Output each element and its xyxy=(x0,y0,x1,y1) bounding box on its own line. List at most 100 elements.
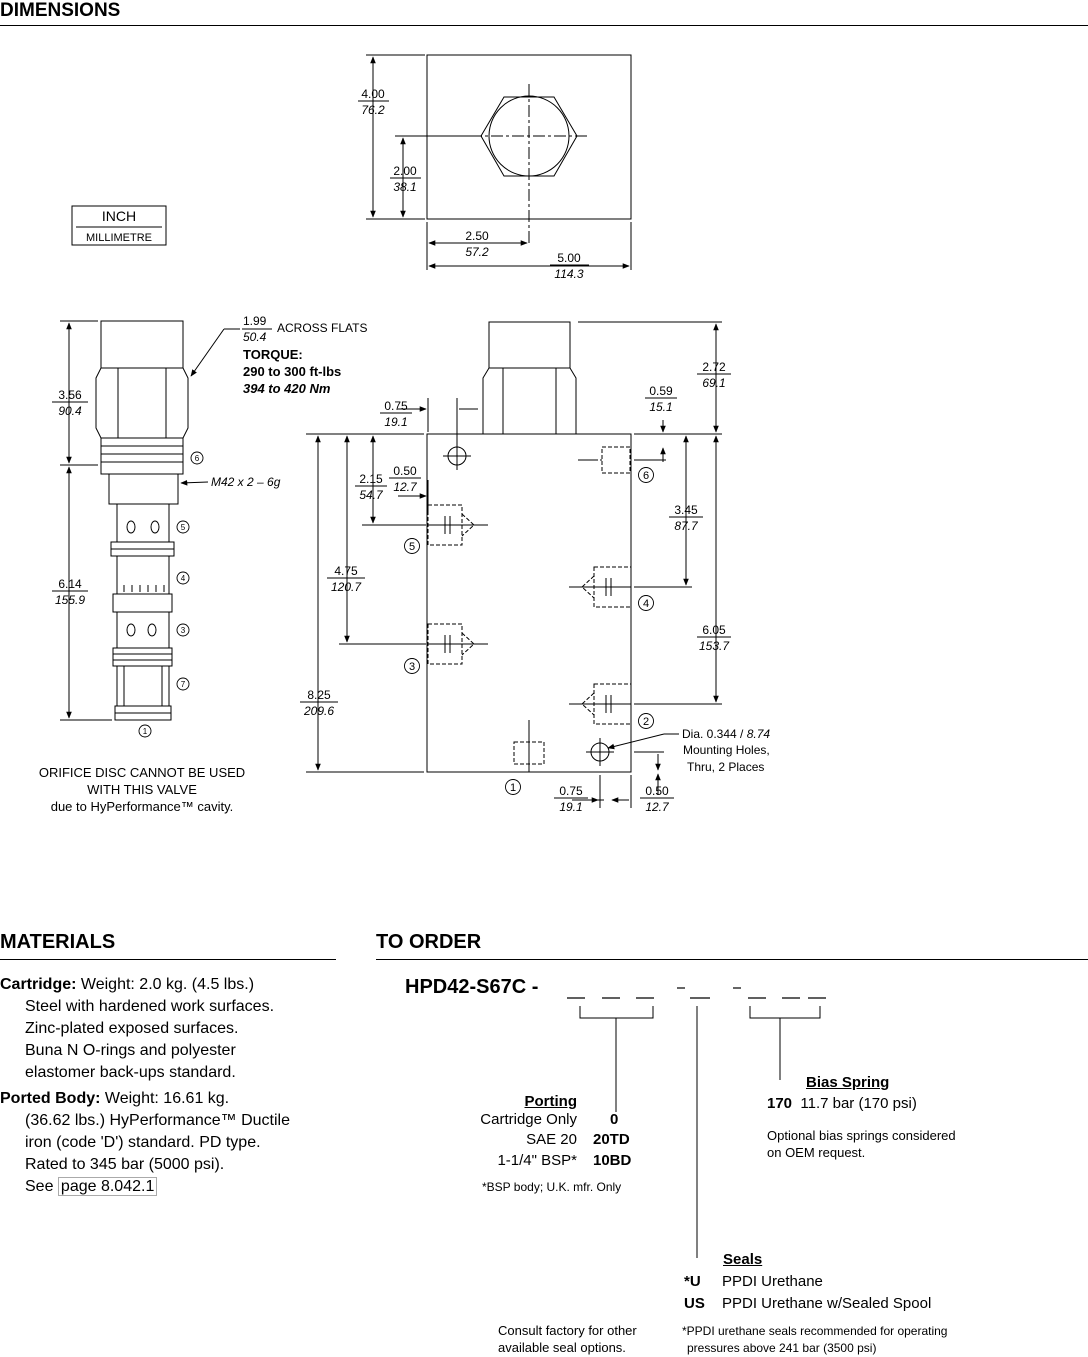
to-order-rule xyxy=(376,959,1088,960)
dim-0-50-left: 0.50 xyxy=(393,464,417,478)
dim-12-7-left: 12.7 xyxy=(393,480,418,494)
dim-153-7: 153.7 xyxy=(699,639,730,653)
orifice-note-1: ORIFICE DISC CANNOT BE USED xyxy=(39,765,245,780)
bias-note: Optional bias springs considered on OEM … xyxy=(767,1128,956,1160)
units-legend-box xyxy=(71,205,167,246)
dim-0-75-bot: 0.75 xyxy=(559,784,583,798)
dim-2-50: 2.50 xyxy=(465,229,489,243)
materials-title: MATERIALS xyxy=(0,931,116,953)
cartridge-line: Zinc-plated exposed surfaces. xyxy=(25,1020,239,1037)
cartridge-drawing xyxy=(95,320,189,721)
orifice-note-2: WITH THIS VALVE xyxy=(87,782,197,797)
cartridge-line: Steel with hardened work surfaces. xyxy=(25,998,275,1015)
dimension-drawing: 6 5 4 3 7 1 6 5 4 3 2 1 INCH MILLIMETRE … xyxy=(39,54,770,814)
body-label: Ported Body: xyxy=(0,1090,101,1107)
body-port-6: 6 xyxy=(643,470,649,482)
consult-note: Consult factory for other available seal… xyxy=(498,1323,637,1355)
cart-port-5: 5 xyxy=(181,523,186,532)
hole-note-2: Mounting Holes, xyxy=(683,743,770,757)
cart-port-1: 1 xyxy=(143,727,148,736)
body-line: (36.62 lbs.) HyPerformance™ Ductile xyxy=(25,1112,290,1129)
dim-87-7: 87.7 xyxy=(674,519,699,533)
dim-3-45: 3.45 xyxy=(674,503,698,517)
body-port-1: 1 xyxy=(510,782,516,794)
seals-title: Seals xyxy=(723,1251,763,1268)
dim-5-00: 5.00 xyxy=(557,251,581,265)
bias-code: 170 xyxy=(767,1095,793,1112)
cart-port-6: 6 xyxy=(195,454,200,463)
cart-port-4: 4 xyxy=(181,574,186,583)
dim-50-4: 50.4 xyxy=(243,330,267,344)
seal-code-1: US xyxy=(684,1295,705,1312)
porting-label-0: Cartridge Only xyxy=(480,1111,577,1128)
dim-4-00: 4.00 xyxy=(361,87,385,101)
materials-block: Cartridge: Weight: 2.0 kg. (4.5 lbs.) St… xyxy=(0,974,290,1198)
torque-nm: 394 to 420 Nm xyxy=(243,381,331,396)
dim-1-99: 1.99 xyxy=(243,314,267,328)
cartridge-line: elastomer back-ups standard. xyxy=(25,1064,236,1081)
porting-label-2: 1-1/4" BSP* xyxy=(497,1152,577,1169)
thread-spec: M42 x 2 – 6g xyxy=(211,475,281,489)
body-port-4: 4 xyxy=(643,598,649,610)
cartridge-label: Cartridge: xyxy=(0,976,77,993)
dim-155-9: 155.9 xyxy=(55,593,85,607)
bsp-note: *BSP body; U.K. mfr. Only xyxy=(482,1180,622,1194)
dim-6-14: 6.14 xyxy=(58,577,82,591)
port-6-symbol xyxy=(594,446,631,474)
body-line: Rated to 345 bar (5000 psi). xyxy=(25,1156,225,1173)
legend-inch: INCH xyxy=(102,208,136,224)
dim-209-6: 209.6 xyxy=(303,704,334,718)
dimensions-title: DIMENSIONS xyxy=(0,0,121,21)
hole-note-3: Thru, 2 Places xyxy=(687,760,764,774)
dim-3-56: 3.56 xyxy=(58,388,82,402)
body-weight: Weight: 16.61 kg. xyxy=(100,1090,230,1107)
cart-port-7: 7 xyxy=(181,680,186,689)
dim-54-7: 54.7 xyxy=(359,488,384,502)
dim-2-00: 2.00 xyxy=(393,164,417,178)
dim-90-4: 90.4 xyxy=(58,404,82,418)
legend-mm: MILLIMETRE xyxy=(86,232,152,244)
dim-0-59: 0.59 xyxy=(649,384,673,398)
body-port-2: 2 xyxy=(643,716,649,728)
dim-2-72: 2.72 xyxy=(702,360,726,374)
bias-desc: 11.7 bar (170 psi) xyxy=(800,1095,917,1112)
dim-0-50-bot: 0.50 xyxy=(645,784,669,798)
body-port-5: 5 xyxy=(409,541,415,553)
seals-list: *U PPDI Urethane US PPDI Urethane w/Sealed… xyxy=(684,1271,931,1315)
dim-0-75-top: 0.75 xyxy=(384,399,408,413)
page-link[interactable]: page 8.042.1 xyxy=(57,1177,158,1196)
across-flats-label: ACROSS FLATS xyxy=(277,321,367,335)
dim-19-1-top: 19.1 xyxy=(384,415,407,429)
porting-title: Porting xyxy=(524,1093,578,1110)
dim-57-2: 57.2 xyxy=(465,245,489,259)
porting-label-1: SAE 20 xyxy=(526,1131,577,1148)
dim-6-05: 6.05 xyxy=(702,623,726,637)
cartridge-weight: Weight: 2.0 kg. (4.5 lbs.) xyxy=(76,976,255,993)
bias-row: 170 11.7 bar (170 psi) xyxy=(767,1095,917,1112)
hole-note-1: Dia. 0.344 / 8.74 xyxy=(682,727,770,741)
to-order-title: TO ORDER xyxy=(376,931,482,953)
ppdi-note: *PPDI urethane seals recommended for ope… xyxy=(682,1324,948,1355)
dim-120-7: 120.7 xyxy=(331,580,362,594)
porting-code-0: 0 xyxy=(610,1111,619,1128)
dim-69-1: 69.1 xyxy=(702,376,725,390)
dim-15-1: 15.1 xyxy=(649,400,672,414)
dimensions-rule xyxy=(0,25,1088,26)
cartridge-line: Buna N O-rings and polyester xyxy=(25,1042,236,1059)
seal-code-0: *U xyxy=(684,1273,701,1290)
dim-76-2: 76.2 xyxy=(361,103,385,117)
materials-rule xyxy=(0,959,336,960)
torque-label: TORQUE: xyxy=(243,347,303,362)
seal-desc-0: PPDI Urethane xyxy=(722,1273,823,1290)
seal-desc-1: PPDI Urethane w/Sealed Spool xyxy=(722,1295,932,1312)
dim-2-15: 2.15 xyxy=(359,472,383,486)
see-text: See xyxy=(25,1178,58,1195)
dim-12-7-bot: 12.7 xyxy=(645,800,670,814)
body-cartridge-nut xyxy=(488,321,571,369)
porting-code-1: 20TD xyxy=(593,1131,630,1148)
dim-38-1: 38.1 xyxy=(393,180,416,194)
porting-code-2: 10BD xyxy=(593,1152,632,1169)
model-code: HPD42-S67C - xyxy=(405,976,539,998)
dim-4-75: 4.75 xyxy=(334,564,358,578)
orifice-note-3: due to HyPerformance™ cavity. xyxy=(51,799,234,814)
